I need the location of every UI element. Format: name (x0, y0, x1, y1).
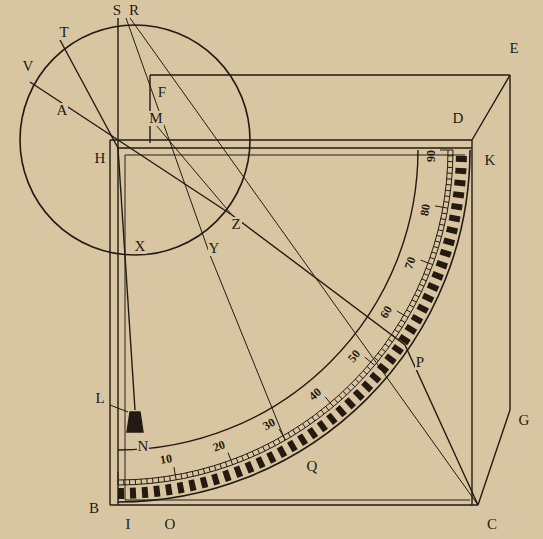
point-letter: M (148, 111, 163, 126)
point-letter: N (137, 439, 150, 454)
leader-line (110, 405, 128, 412)
box-front (110, 140, 478, 505)
point-letter: S (112, 3, 122, 18)
scale-number: 90 (425, 149, 437, 163)
scale-number: 20 (211, 438, 228, 454)
point-letter: O (164, 517, 177, 532)
point-letter: Q (306, 459, 319, 474)
scale-number: 70 (402, 254, 418, 271)
point-letter: K (484, 153, 497, 168)
point-letter: H (94, 151, 107, 166)
tick-marks (118, 150, 453, 485)
point-letter: F (157, 85, 167, 100)
scale-ticks (118, 150, 467, 499)
point-letter: Y (208, 241, 221, 256)
point-letter: T (58, 25, 69, 40)
point-letter: D (452, 111, 465, 126)
point-letter: V (22, 59, 35, 74)
point-letter: L (94, 391, 105, 406)
point-letter: A (56, 103, 69, 118)
point-letter: P (415, 355, 425, 370)
scale-number: 10 (158, 452, 174, 466)
sight-line (126, 18, 285, 440)
sight-line (130, 18, 478, 505)
sight-line (150, 118, 232, 215)
scale-number: 60 (377, 303, 394, 321)
inner-arc (118, 150, 418, 450)
sight-line (30, 82, 478, 505)
scale-number: 40 (305, 384, 323, 402)
sight-line (60, 40, 118, 148)
scale-number: 50 (345, 347, 363, 365)
scale-arc (118, 150, 453, 485)
box-side (478, 75, 510, 505)
point-letter: Z (230, 217, 241, 232)
point-letter: B (88, 501, 100, 516)
point-letter: R (128, 3, 140, 18)
scale-arc (118, 150, 470, 502)
scale-number: 80 (418, 202, 432, 218)
quadrant-frame (125, 155, 470, 500)
point-letter: E (508, 41, 519, 56)
plumb-bob (127, 412, 143, 432)
plumb-line (118, 148, 135, 410)
sight-line (117, 18, 118, 148)
point-letter: G (518, 413, 531, 428)
box-top (150, 75, 510, 143)
checker-band (118, 156, 467, 499)
point-letter: I (125, 517, 132, 532)
point-letter: X (134, 239, 147, 254)
point-letter: C (486, 517, 498, 532)
scale-arc (118, 150, 448, 480)
